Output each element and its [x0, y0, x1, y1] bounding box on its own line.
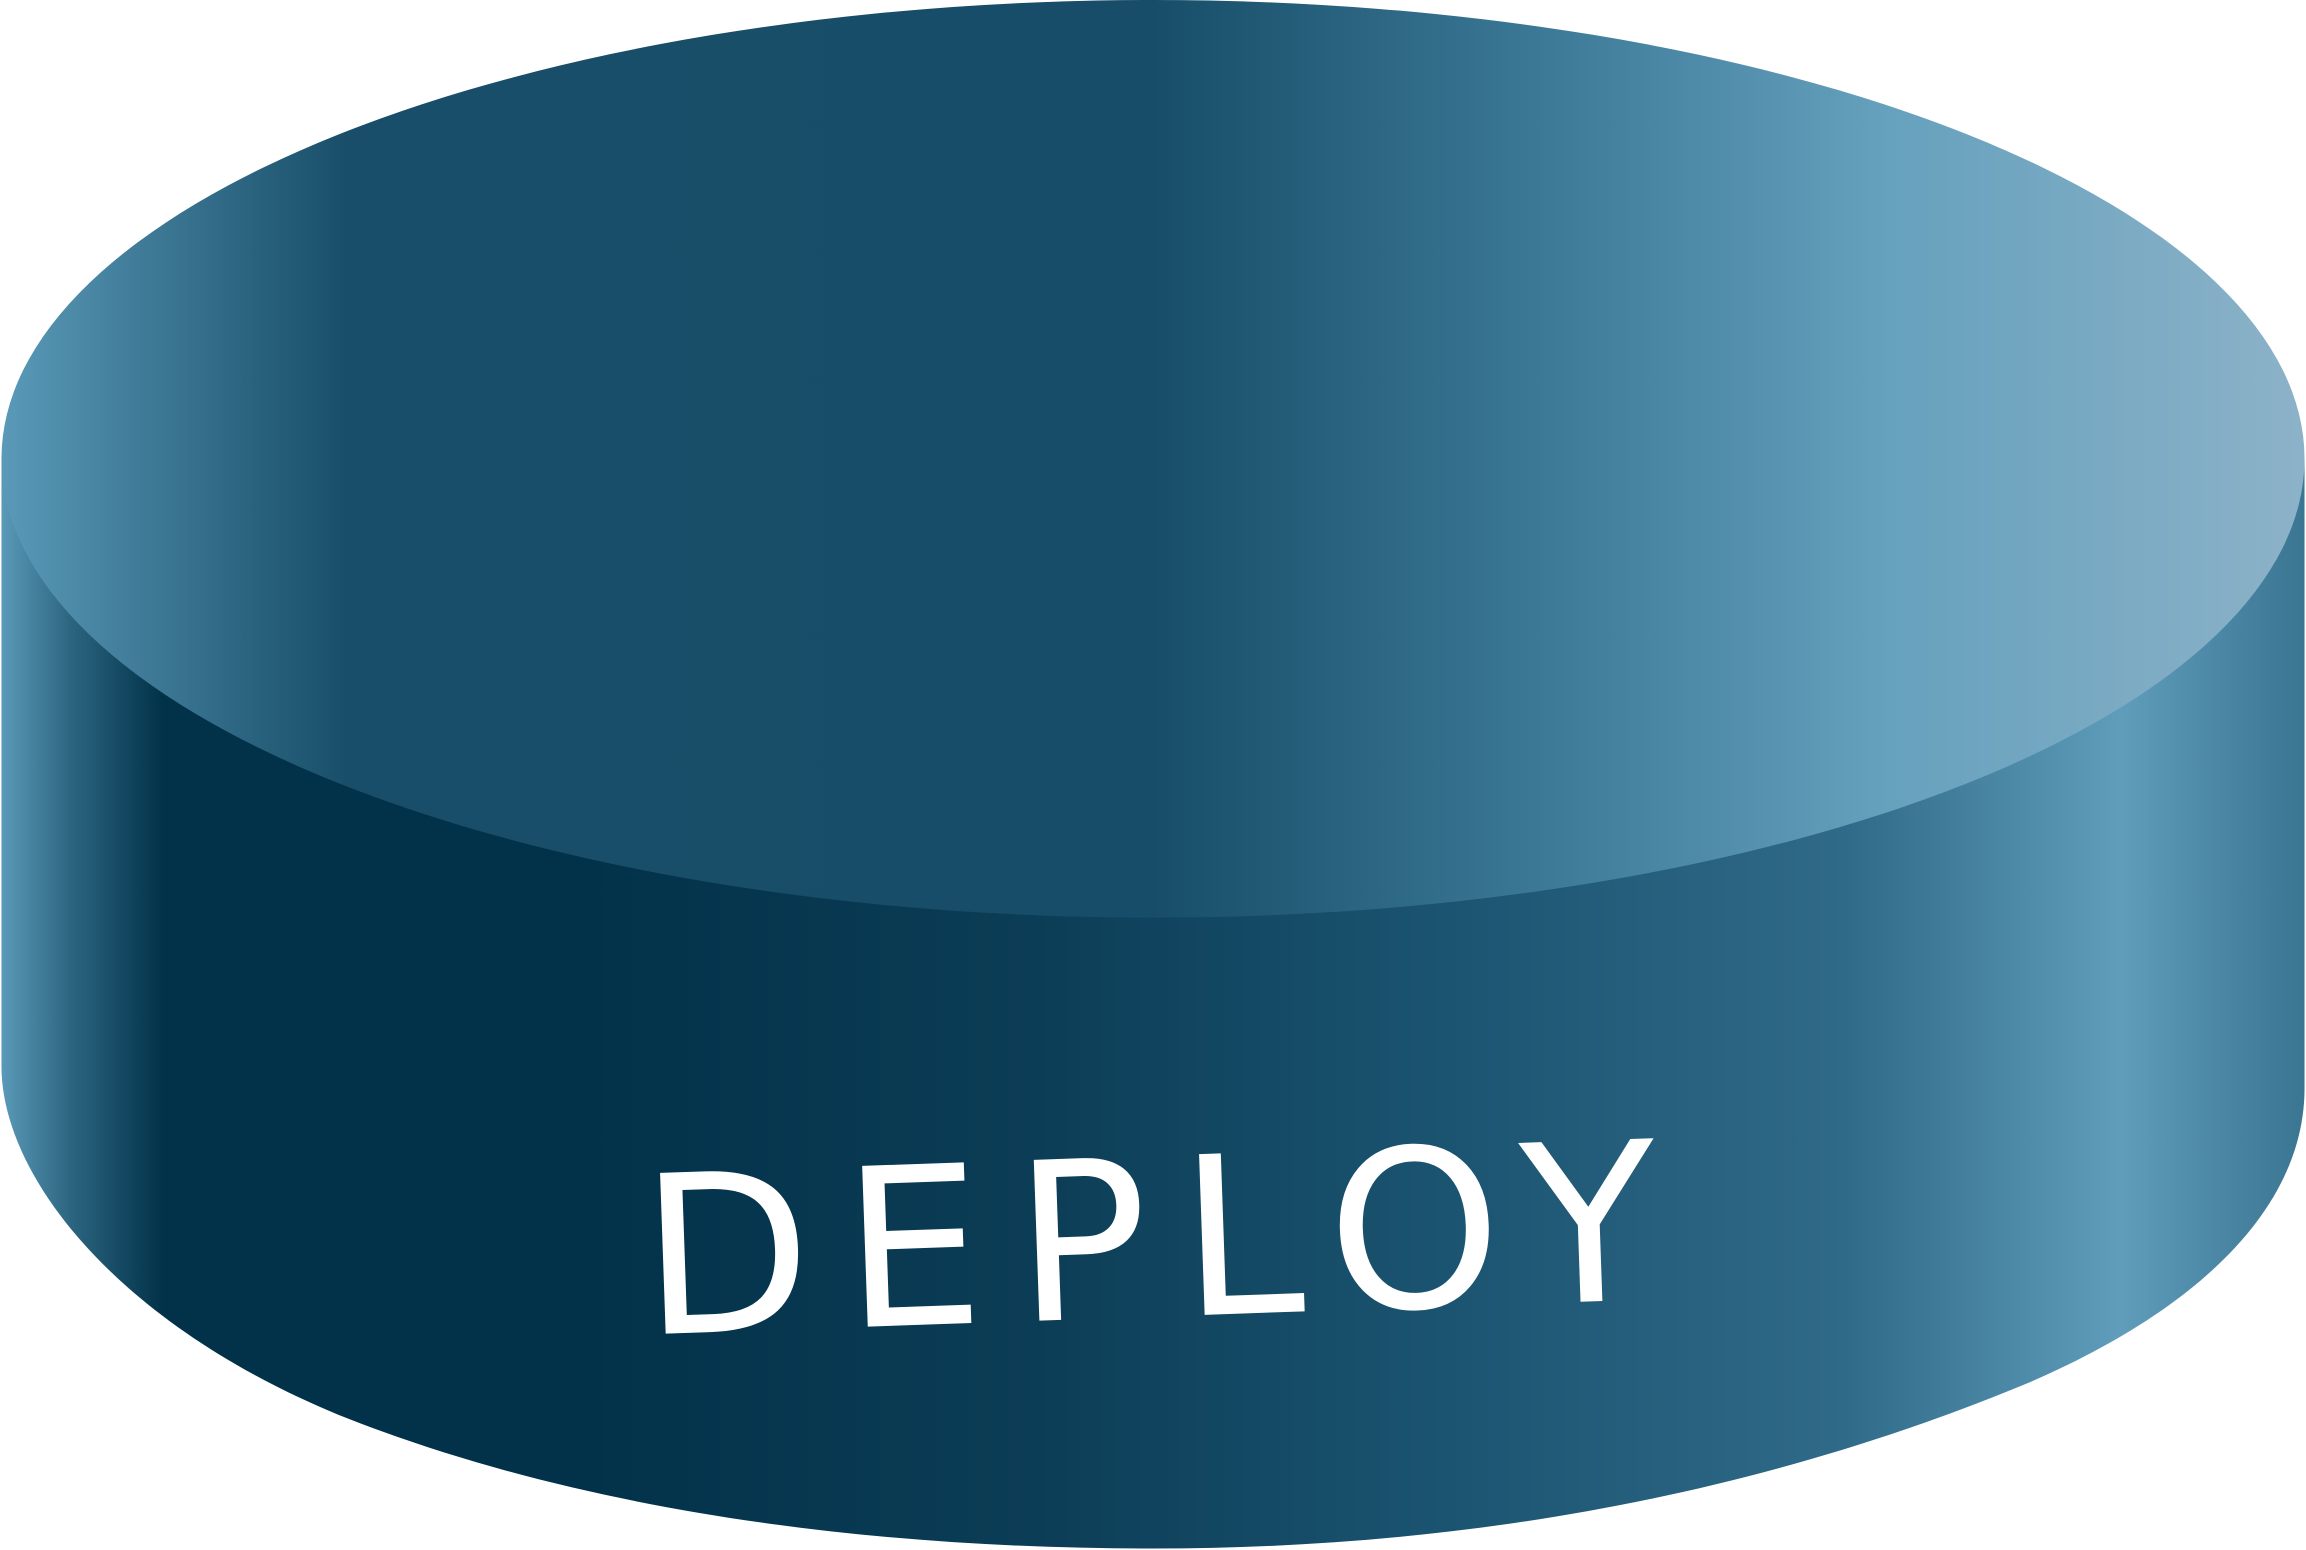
cylinder-top: [1, 0, 2305, 918]
deploy-label: DEPLOY: [637, 1094, 1693, 1387]
